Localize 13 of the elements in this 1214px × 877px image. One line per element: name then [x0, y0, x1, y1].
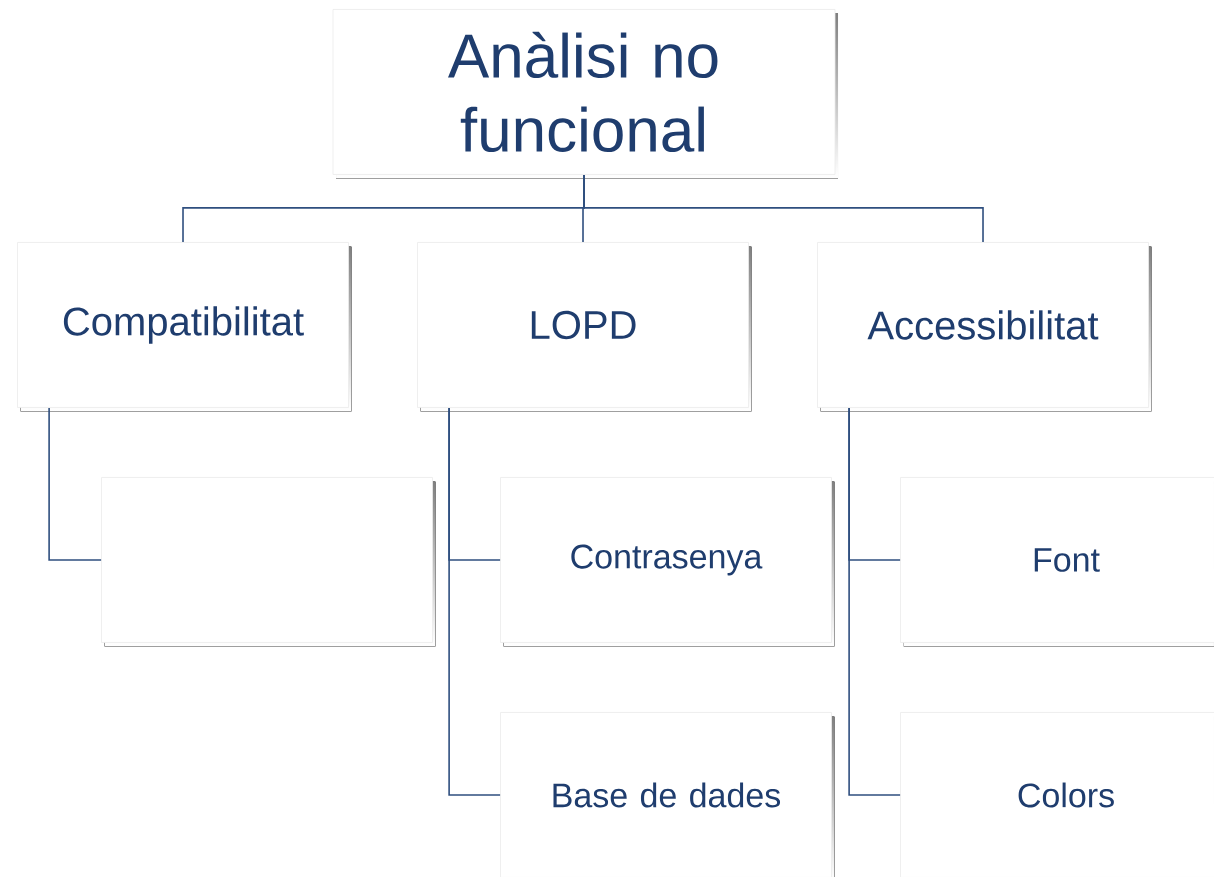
item-box: Colors — [900, 712, 1214, 877]
category-box: Accessibilitat — [817, 242, 1152, 412]
item-box: Font — [900, 477, 1214, 647]
connector-line — [48, 407, 102, 561]
connector-line — [583, 174, 984, 243]
category-box: Compatibilitat — [17, 242, 352, 412]
item-box: Base de dades — [500, 712, 835, 877]
connector-line — [448, 407, 501, 796]
title-box: Anàlisi no funcional — [332, 9, 838, 179]
item-box — [101, 477, 436, 647]
item-box: Contrasenya — [500, 477, 835, 647]
connector-line — [848, 407, 901, 796]
category-box: LOPD — [417, 242, 752, 412]
